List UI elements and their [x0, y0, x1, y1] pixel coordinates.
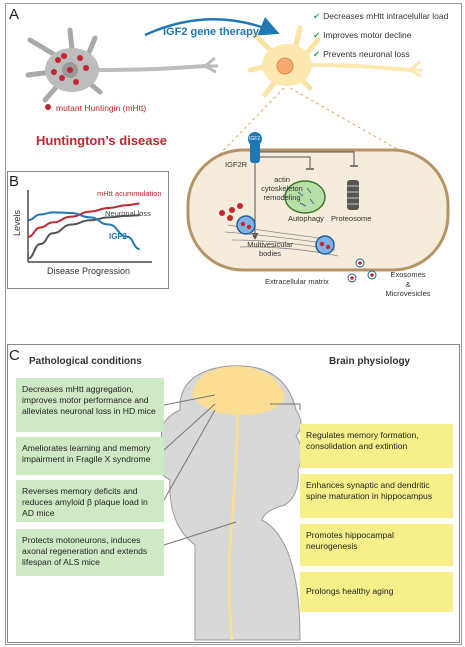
- exosomes: [347, 258, 377, 283]
- green-box-1: Decreases mHtt aggregation, improves mot…: [16, 378, 164, 432]
- proteasome-icon: [347, 180, 359, 210]
- panel-a-illustration: [25, 17, 450, 283]
- yellow-box-4: Prolongs healthy aging: [300, 572, 453, 612]
- benefit-2: ✔Improves motor decline: [313, 30, 412, 40]
- intracellular-aggregates: [219, 203, 243, 221]
- x-axis-label: Disease Progression: [47, 266, 131, 276]
- green-box-2: Ameliorates learning and memory impairme…: [16, 437, 164, 475]
- levels-chart: [27, 190, 152, 263]
- figure-frame: [5, 3, 462, 645]
- healthy-neuron: [247, 25, 423, 98]
- green-box-3: Reverses memory deficits and reduces amy…: [16, 480, 164, 522]
- multivesicular-bodies: [236, 215, 335, 255]
- yellow-box-3: Promotes hippocampal neurogenesis: [300, 524, 453, 566]
- series-line-1: [27, 214, 140, 260]
- check-icon: ✔: [313, 11, 321, 21]
- panel-b-label: B: [9, 173, 20, 190]
- proteasome-label: Proteosome: [331, 214, 372, 223]
- ecm-label: Extracellular matrix: [265, 277, 329, 286]
- autophagy-pathway-line: [260, 156, 311, 168]
- zoom-line-right: [289, 87, 421, 163]
- right-title: Brain physiology: [329, 356, 411, 367]
- series-line-2: [27, 211, 140, 251]
- spinal-cord: [227, 409, 240, 641]
- left-title: Pathological conditions: [29, 356, 142, 367]
- check-icon: ✔: [313, 49, 321, 59]
- panel-a-label: A: [9, 6, 20, 23]
- proteasome-pathway-line: [260, 151, 355, 165]
- disease-label: Huntington’s disease: [36, 133, 167, 148]
- panel-c-label: C: [9, 347, 20, 364]
- mutant-label: mutant Huntingin (mHtt): [56, 103, 147, 113]
- connector-3: [163, 409, 216, 501]
- green-box-4: Protects motoneurons, induces axonal reg…: [16, 529, 164, 576]
- benefit-1: ✔Decreases mHtt intracelullar load: [313, 11, 449, 21]
- receptor-label: IGF2R: [225, 160, 248, 169]
- yellow-box-2: Enhances synaptic and dendritic spine ma…: [300, 474, 453, 518]
- therapy-label: IGF2 gene therapy: [163, 26, 259, 38]
- connector-4: [163, 521, 237, 546]
- therapy-arrow: [144, 17, 280, 37]
- panel-b-box: [7, 171, 169, 289]
- diseased-neuron: [25, 27, 218, 103]
- yellow-box-1: Regulates memory formation, consolidatio…: [300, 424, 453, 468]
- panel-c-box: [7, 344, 460, 643]
- mhtt-aggregates: [51, 53, 89, 85]
- exosomes-label: Exosomes&Microvesicles: [385, 270, 431, 298]
- benefit-3: ✔Prevents neuronal loss: [313, 49, 410, 59]
- brain-region: [192, 366, 285, 416]
- check-icon: ✔: [313, 30, 321, 40]
- series-label-mhtt: mHtt acummulation: [97, 189, 162, 198]
- series-label-neuronal-loss: Neuronal loss: [105, 209, 151, 218]
- igf2-ligand: [248, 132, 262, 146]
- connector-2: [163, 403, 216, 451]
- connector-1: [163, 394, 216, 406]
- series-label-igf2: IGF2: [109, 232, 127, 241]
- autophagy-label: Autophagy: [288, 214, 324, 223]
- mhtt-legend-icon: [45, 104, 51, 110]
- connector-right: [270, 403, 301, 410]
- igf2-label: IGF2: [249, 136, 261, 142]
- autophagosome: [284, 180, 326, 214]
